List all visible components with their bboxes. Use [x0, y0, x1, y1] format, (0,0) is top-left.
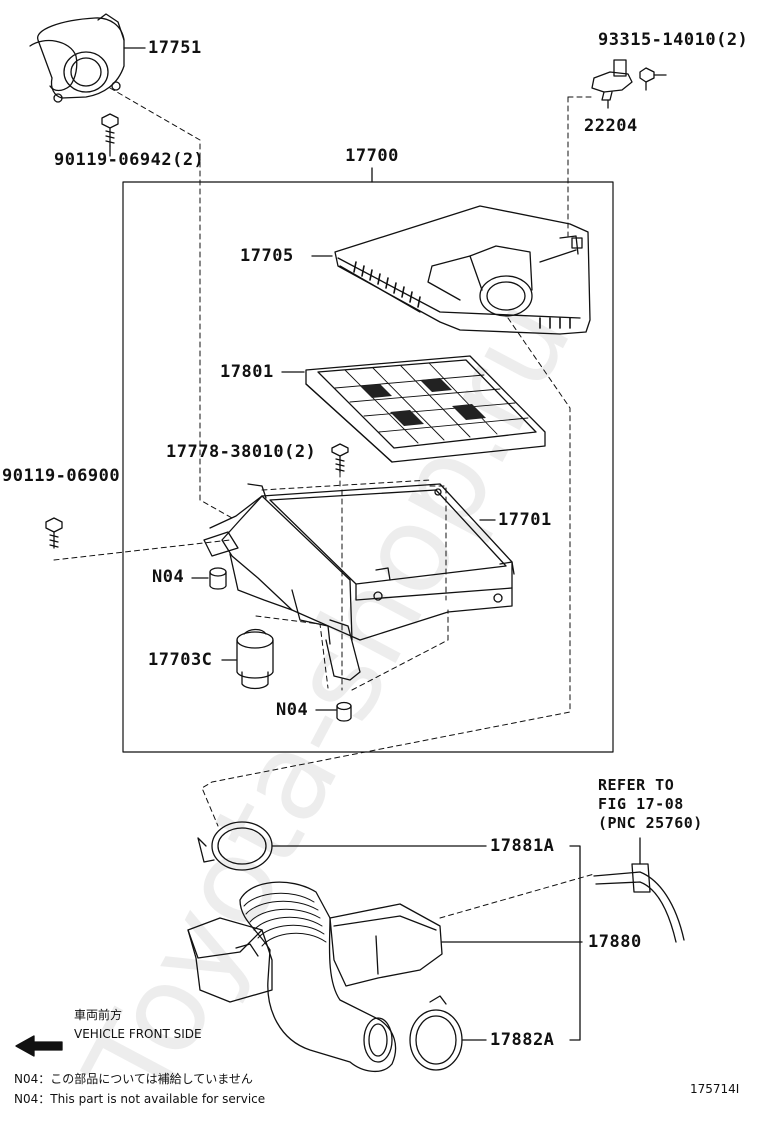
refer-line-1: REFER TO — [598, 776, 675, 794]
refer-line-2: FIG 17-08 — [598, 795, 684, 813]
part-17705-upper-case — [311, 205, 591, 335]
part-17801-filter — [281, 355, 546, 463]
bolt-90119-06942 — [101, 113, 119, 157]
label-17801: 17801 — [220, 362, 274, 382]
breather-hose — [593, 837, 685, 943]
label-93315-14010: 93315-14010(2) — [598, 30, 749, 50]
label-17700: 17700 — [345, 146, 399, 166]
label-22204: 22204 — [584, 116, 638, 136]
grommet-n04-a — [191, 567, 227, 590]
label-17778-38010: 17778-38010(2) — [166, 442, 317, 462]
label-17882a: 17882A — [490, 1030, 555, 1050]
label-90119-06900: 90119-06900 — [2, 466, 121, 486]
assembly-frame — [122, 181, 614, 753]
label-n04-b: N04 — [276, 700, 309, 720]
note-n04-en: N04：This part is not available for servi… — [14, 1092, 266, 1106]
part-17701-lower-case — [203, 483, 515, 681]
part-17882a-clamp — [409, 995, 487, 1071]
part-17703c-valve — [221, 628, 274, 690]
label-17751: 17751 — [148, 38, 202, 58]
part-17751-adapter — [29, 13, 146, 103]
note-n04-jp: N04：この部品については補給していません — [14, 1072, 253, 1086]
label-17701: 17701 — [498, 510, 552, 530]
refer-line-3: (PNC 25760) — [598, 814, 703, 832]
front-arrow — [15, 1035, 63, 1057]
part-17881a-clamp — [197, 821, 487, 871]
screw-17778 — [331, 443, 349, 473]
bolt-90119-06900 — [45, 517, 63, 549]
label-17705: 17705 — [240, 246, 294, 266]
part-17880-hose — [187, 881, 583, 1072]
label-17703c: 17703C — [148, 650, 213, 670]
grommet-n04-b — [315, 701, 352, 722]
label-17880: 17880 — [588, 932, 642, 952]
label-n04-a: N04 — [152, 567, 185, 587]
figure-id: 175714I — [690, 1082, 740, 1096]
label-90119-06942: 90119-06942(2) — [54, 150, 205, 170]
front-side-jp: 車両前方 — [74, 1008, 123, 1022]
label-17881a: 17881A — [490, 836, 555, 856]
front-side-en: VEHICLE FRONT SIDE — [74, 1027, 202, 1041]
sensor-22204 — [591, 59, 667, 109]
